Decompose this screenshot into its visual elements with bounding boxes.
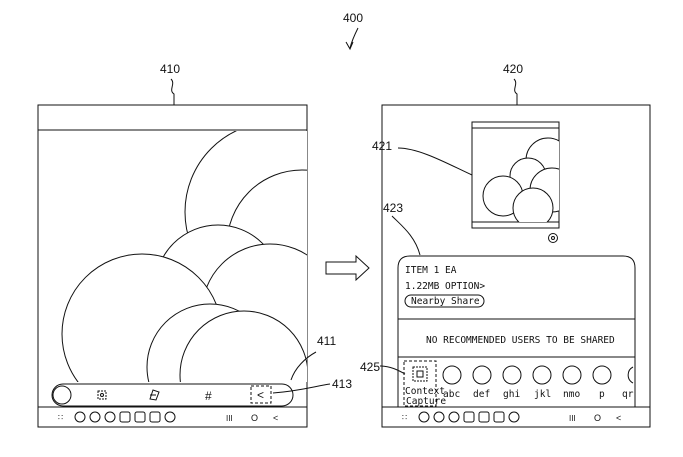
ref-425: 425	[360, 360, 380, 374]
captured-thumbnail	[471, 121, 560, 243]
messages-icon[interactable]	[478, 411, 490, 423]
circle-button[interactable]	[52, 385, 72, 405]
contact-avatar[interactable]	[502, 365, 522, 385]
cloud-shape	[179, 310, 307, 382]
ref-421-leader	[397, 147, 473, 176]
left-device: # < ∷ III O <	[37, 104, 308, 428]
back-button[interactable]: <	[273, 413, 278, 423]
back-button[interactable]: <	[616, 413, 621, 423]
context-capture-icon	[412, 366, 428, 382]
contact-avatar[interactable]	[562, 365, 582, 385]
left-dock: ∷ III O <	[58, 411, 278, 423]
contact-name: ghi	[503, 389, 520, 400]
contacts-icon[interactable]	[89, 411, 101, 423]
contact-name: def	[473, 389, 490, 400]
figure-number-arrowhead	[345, 41, 354, 51]
ref-425-leader	[379, 365, 406, 375]
share-icon[interactable]: <	[257, 388, 264, 402]
no-users-message: NO RECOMMENDED USERS TO BE SHARED	[426, 335, 615, 346]
edit-icon[interactable]	[149, 389, 160, 401]
ref-423: 423	[383, 201, 403, 215]
transition-arrow	[325, 254, 370, 282]
figure-number-arrow	[349, 27, 359, 49]
contacts-icon[interactable]	[433, 411, 445, 423]
browser-icon[interactable]	[104, 411, 116, 423]
right-dock: ∷ III O <	[402, 411, 621, 423]
contact-name: jkl	[534, 389, 551, 400]
thumbnail-edit-icon-dot	[551, 236, 555, 240]
share-panel-sheet	[397, 255, 636, 407]
gallery-icon[interactable]	[149, 411, 161, 423]
ref-411-leader	[290, 351, 317, 381]
phone-icon[interactable]	[418, 411, 430, 423]
home-button[interactable]: O	[251, 413, 258, 423]
left-floating-toolbar: # <	[51, 383, 294, 407]
ref-423-leader	[391, 215, 421, 256]
ref-413: 413	[332, 377, 352, 391]
settings-icon[interactable]	[508, 411, 520, 423]
context-capture-button[interactable]	[403, 360, 437, 407]
recent-apps-button[interactable]: III	[569, 414, 576, 423]
contact-avatar[interactable]	[592, 365, 612, 385]
ref-411: 411	[317, 334, 336, 348]
context-capture-line1: Context	[405, 386, 445, 397]
browser-icon[interactable]	[448, 411, 460, 423]
context-capture-line2: Capture	[406, 396, 446, 407]
left-device-leader	[170, 78, 175, 105]
home-button[interactable]: O	[594, 413, 601, 423]
context-capture-icon-inner	[416, 370, 424, 378]
right-device-leader	[513, 78, 518, 105]
contact-avatar[interactable]	[532, 365, 552, 385]
settings-icon[interactable]	[164, 411, 176, 423]
toolbar-pill	[51, 383, 294, 407]
ref-413-leader	[272, 383, 331, 394]
right-device-label: 420	[503, 62, 523, 76]
size-option[interactable]: 1.22MB OPTION>	[405, 281, 485, 292]
hash-icon[interactable]: #	[205, 389, 212, 403]
contact-avatar-partial[interactable]	[627, 366, 634, 384]
item-count: ITEM 1 EA	[405, 265, 457, 276]
gallery-icon[interactable]	[493, 411, 505, 423]
contact-name: p	[599, 389, 605, 400]
figure-number: 400	[343, 11, 363, 25]
contact-name: qr	[622, 389, 634, 400]
share-panel: ITEM 1 EA 1.22MB OPTION> Nearby Share NO…	[397, 255, 636, 407]
camera-icon[interactable]	[463, 411, 475, 423]
capture-icon[interactable]	[97, 390, 107, 400]
left-device-label: 410	[160, 62, 180, 76]
thumbnail-cloud	[512, 187, 554, 222]
share-icon-box[interactable]	[250, 385, 272, 404]
right-device: 421 423 ITEM 1 EA 1.22MB OPTION> Nearby …	[360, 104, 651, 428]
contact-name: nmo	[563, 389, 580, 400]
contact-avatar[interactable]	[442, 365, 462, 385]
menu-icon[interactable]: ∷	[58, 413, 63, 422]
nearby-share-button[interactable]	[404, 294, 485, 308]
thumbnail-edit-icon[interactable]	[548, 233, 558, 243]
ref-421: 421	[372, 139, 392, 153]
recent-apps-button[interactable]: III	[226, 414, 233, 423]
messages-icon[interactable]	[134, 411, 146, 423]
cloud-image	[61, 131, 307, 382]
contact-avatar[interactable]	[472, 365, 492, 385]
right-device-frame	[381, 104, 651, 428]
contact-name: abc	[443, 389, 460, 400]
nearby-share-label: Nearby Share	[411, 296, 480, 307]
camera-icon[interactable]	[119, 411, 131, 423]
phone-icon[interactable]	[74, 411, 86, 423]
menu-icon[interactable]: ∷	[402, 413, 407, 422]
